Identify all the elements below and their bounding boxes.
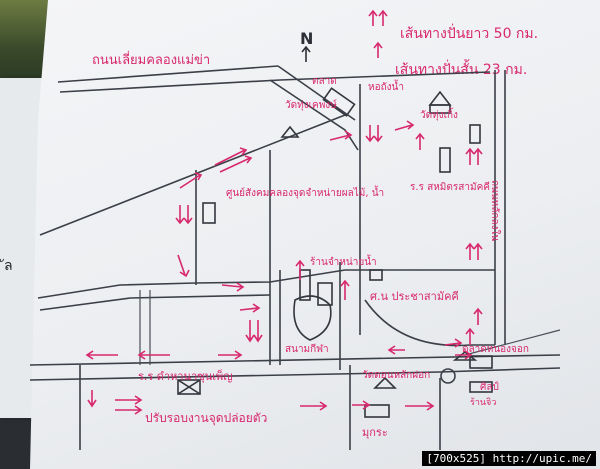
map-labels: ถนนเลี่ยมคลองแม่ข่า ตลาด หอถังน้ำ วัดทุ่… — [92, 51, 529, 439]
label-temple: วัดทุ่งเกิ้ง — [420, 107, 458, 121]
label-community-hall: ศ.น ประชาสามัคคี — [370, 290, 459, 303]
label-water-tower: หอถังน้ำ — [368, 79, 404, 93]
label-center: ศูนย์สังคมคลองจุดจำหน่ายผลไม้, น้ำ — [226, 185, 384, 199]
label-start-point: ปรับรอบงานจุดปล่อยตัว — [145, 411, 267, 426]
label-nan-shop: ร้านจำหน่ายน้ำ — [310, 254, 377, 268]
label-sports-field: สนามกีฬา — [285, 343, 329, 355]
buildings — [177, 87, 493, 418]
upload-watermark: [700x525] http://upic.me/ — [422, 451, 596, 466]
label-temple-top: วัดทุ่งเคพงษ์ — [285, 99, 337, 111]
label-extra-right: ศิลป์ — [480, 381, 499, 393]
roads — [29, 65, 561, 450]
route-arrows — [85, 120, 483, 415]
label-school-bottom: ร.ร ดำหานาซุนเพ็ญ — [138, 369, 233, 383]
north-arrow-icon: N — [300, 29, 313, 62]
label-school-right: ร.ร สหมิตรสามัคคี — [410, 181, 490, 193]
label-temple-bottom: วัดดอนหลักฝอก — [362, 370, 430, 381]
label-market-bottom: ตลาดหนองจอก — [462, 344, 529, 355]
legend: เส้นทางปั่นยาว 50 กม. เส้นทางปั่นสั้น 23… — [368, 9, 538, 78]
label-mixer: มุกระ — [362, 426, 388, 439]
label-market: ตลาด — [312, 76, 337, 87]
svg-text:N: N — [300, 29, 313, 48]
long-route-legend-arrow — [368, 9, 388, 26]
label-shop-bottom: ร้านจิว — [470, 397, 496, 408]
legend-long-route: เส้นทางปั่นยาว 50 กม. — [400, 24, 538, 42]
cut-off-text: ัล — [4, 258, 13, 274]
short-route-legend-arrow — [373, 41, 383, 58]
label-road-right: ถนนหลักลงใน — [489, 180, 501, 241]
label-road-top: ถนนเลี่ยมคลองแม่ข่า — [92, 51, 210, 68]
